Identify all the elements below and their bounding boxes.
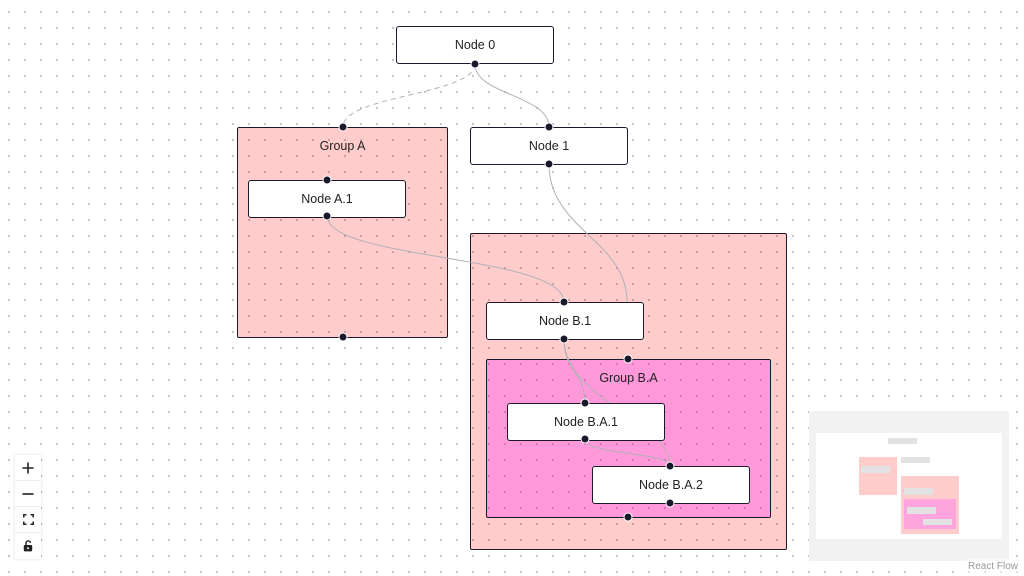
minimap-node-1 (901, 457, 930, 463)
minimap[interactable] (809, 411, 1009, 561)
minus-icon (22, 492, 34, 495)
edge-node0-groupa[interactable] (342, 63, 476, 128)
plus-icon (22, 462, 34, 473)
node-0-source-handle[interactable] (470, 59, 480, 69)
node-b-a-2-label: Node B.A.2 (639, 478, 703, 492)
group-b-a-target-handle[interactable] (623, 354, 633, 364)
group-a[interactable]: Group A (237, 127, 448, 338)
group-b-a-source-handle[interactable] (623, 512, 633, 522)
unlock-icon (23, 540, 33, 552)
node-1-source-handle[interactable] (544, 159, 554, 169)
minimap-node-0 (888, 438, 917, 444)
node-b-1-source-handle[interactable] (559, 334, 569, 344)
node-a-1-source-handle[interactable] (322, 211, 332, 221)
node-b-a-1-source-handle[interactable] (580, 434, 590, 444)
group-a-target-handle[interactable] (338, 122, 348, 132)
node-b-a-1-target-handle[interactable] (580, 398, 590, 408)
minimap-graph (816, 433, 1002, 539)
node-a-1-target-handle[interactable] (322, 175, 332, 185)
minimap-node-b-a-1 (907, 507, 936, 514)
node-b-a-1-label: Node B.A.1 (554, 415, 618, 429)
minimap-node-a-1 (861, 466, 890, 473)
group-a-source-handle[interactable] (338, 332, 348, 342)
node-1-target-handle[interactable] (544, 122, 554, 132)
node-b-a-2-target-handle[interactable] (665, 461, 675, 471)
node-b-1-label: Node B.1 (538, 314, 592, 328)
attribution-link[interactable]: React Flow (963, 559, 1022, 574)
fit-view-icon (22, 514, 34, 525)
node-b-1-target-handle[interactable] (559, 297, 569, 307)
node-b-1[interactable]: Node B.1 (486, 302, 644, 340)
zoom-out-button[interactable] (15, 481, 41, 507)
toggle-lock-button[interactable] (15, 533, 41, 559)
node-0[interactable]: Node 0 (396, 26, 554, 64)
edge-node0-node1[interactable] (474, 63, 550, 128)
group-b-a-label: Group B.A (599, 371, 658, 385)
node-1-label: Node 1 (528, 139, 570, 153)
flow-controls (15, 455, 41, 559)
fit-view-button[interactable] (15, 507, 41, 533)
zoom-in-button[interactable] (15, 455, 41, 481)
group-a-label: Group A (319, 139, 366, 153)
node-b-a-2-source-handle[interactable] (665, 498, 675, 508)
minimap-node-b-a-2 (923, 519, 952, 525)
node-a-1-label: Node A.1 (301, 192, 353, 206)
node-0-label: Node 0 (454, 38, 496, 52)
minimap-node-b-1 (904, 488, 933, 495)
minimap-group-a (859, 457, 897, 495)
